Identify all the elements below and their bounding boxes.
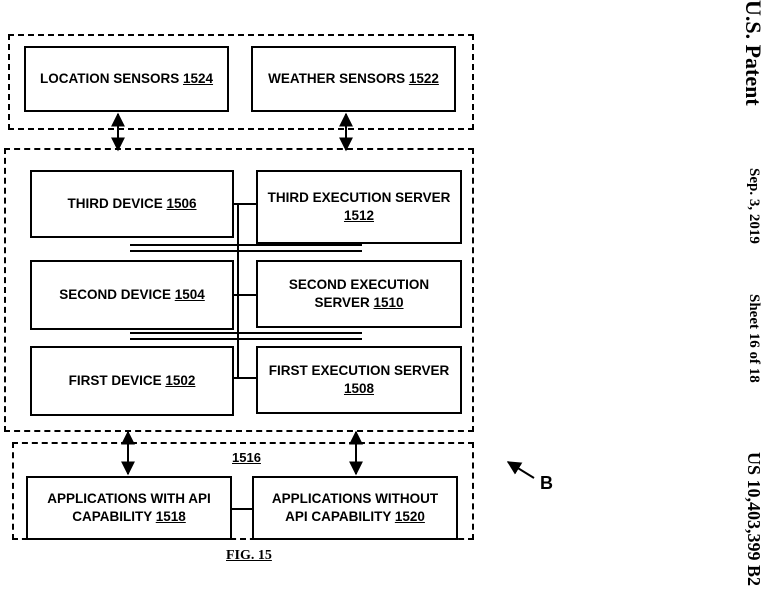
with-api-label: APPLICATIONS WITH API CAPABILITY: [47, 491, 211, 524]
third-device-ref: 1506: [166, 196, 197, 211]
patent-number: US 10,403,399 B2: [744, 452, 764, 587]
applications-link: [232, 508, 252, 510]
applications-without-api-box: APPLICATIONS WITHOUT API CAPABILITY 1520: [252, 476, 458, 540]
patent-office-label: U.S. Patent: [741, 0, 766, 106]
second-device-link: [232, 294, 256, 296]
weather-sensors-label: WEATHER SENSORS: [268, 71, 409, 86]
third-server-label: THIRD EXECUTION SERVER: [267, 190, 451, 205]
connector-b-arrow: [506, 461, 535, 479]
second-device-ref: 1504: [174, 287, 205, 302]
third-server-ref: 1512: [343, 208, 375, 223]
sheet-number: Sheet 16 of 18: [746, 294, 762, 383]
first-device-box: FIRST DEVICE 1502: [30, 346, 234, 416]
weather-sensors-box: WEATHER SENSORS 1522: [251, 46, 456, 112]
devices-group: [4, 148, 474, 432]
second-server-label: SECOND EXECUTION SERVER: [288, 277, 430, 310]
first-execution-server-box: FIRST EXECUTION SERVER 1508: [256, 346, 462, 414]
third-device-label: THIRD DEVICE: [67, 196, 167, 211]
figure-label: FIG. 15: [226, 548, 272, 563]
applications-group: [12, 442, 474, 540]
without-api-ref: 1520: [394, 509, 425, 524]
third-execution-server-box: THIRD EXECUTION SERVER 1512: [256, 170, 462, 244]
second-device-box: SECOND DEVICE 1504: [30, 260, 234, 330]
top-horizontal-bus: [130, 244, 362, 246]
top-horizontal-bus-2: [130, 250, 362, 252]
third-device-link: [232, 203, 256, 205]
patent-date: Sep. 3, 2019: [746, 168, 762, 244]
applications-with-api-box: APPLICATIONS WITH API CAPABILITY 1518: [26, 476, 232, 540]
weather-sensors-ref: 1522: [408, 71, 439, 86]
applications-group-ref: 1516: [232, 450, 261, 465]
bottom-horizontal-bus-2: [130, 338, 362, 340]
third-device-box: THIRD DEVICE 1506: [30, 170, 234, 238]
first-server-ref: 1508: [343, 381, 375, 396]
location-sensors-box: LOCATION SENSORS 1524: [24, 46, 229, 112]
second-server-ref: 1510: [373, 295, 404, 310]
location-sensors-label: LOCATION SENSORS: [39, 71, 183, 86]
sensors-group: [8, 34, 474, 130]
second-execution-server-box: SECOND EXECUTION SERVER 1510: [256, 260, 462, 328]
without-api-label: APPLICATIONS WITHOUT API CAPABILITY: [271, 491, 439, 524]
bottom-horizontal-bus: [130, 332, 362, 334]
first-device-label: FIRST DEVICE: [68, 373, 166, 388]
location-sensors-ref: 1524: [182, 71, 214, 86]
first-server-label: FIRST EXECUTION SERVER: [268, 363, 450, 378]
connector-label-b: B: [540, 473, 553, 493]
vertical-bus: [237, 203, 239, 378]
second-device-label: SECOND DEVICE: [59, 287, 175, 302]
with-api-ref: 1518: [155, 509, 186, 524]
first-device-ref: 1502: [165, 373, 196, 388]
first-device-link: [232, 377, 256, 379]
